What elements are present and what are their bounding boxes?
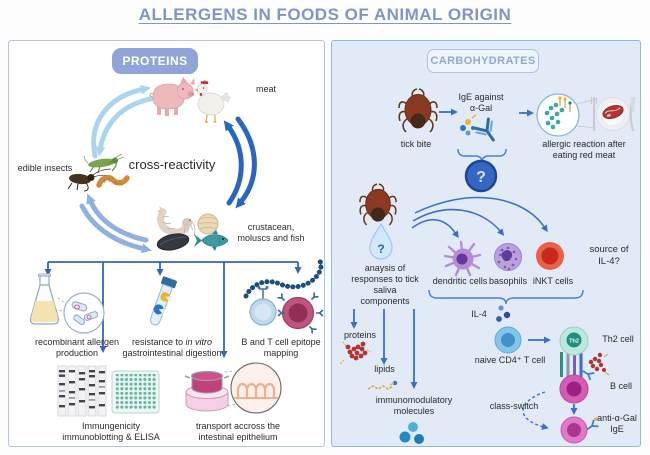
immunoblot-label: Immungenicity immunoblotting & ELISA [62, 421, 160, 443]
class-switch-label: class-switch [489, 401, 539, 411]
source-of-il4-label: source of IL-4? [589, 244, 629, 267]
carbohydrates-badge: CARBOHYDRATES [427, 49, 539, 73]
il4-label: IL-4 [471, 309, 487, 319]
lipids-label: lipids [374, 364, 395, 374]
cross-reactivity-label: cross-reactivity [128, 157, 216, 172]
page-title: ALLERGENS IN FOODS OF ANIMAL ORIGIN [138, 5, 512, 24]
epitope-label: B and T cell epitope mapping [241, 337, 321, 359]
analysis-label: anaysis of responses to tick saliva comp… [351, 263, 419, 307]
ige-against-label: IgE against α-Gal [458, 92, 504, 114]
inkt-cells-label: iNKT cells [532, 276, 574, 286]
dendritic-cells-label: dendritic cells [432, 276, 488, 286]
meat-label: meat [255, 84, 276, 94]
tick-bite-label: tick bite [400, 139, 432, 149]
basophils-label: basophils [488, 276, 528, 286]
digestion-label-post: gastrointestinal digestion [122, 348, 222, 359]
digestion-label-italic: in vitro [185, 337, 213, 347]
digestion-label-pre: resistance to [131, 337, 186, 347]
anti-agal-ige-label: anti-α-Gal IgE [597, 413, 637, 435]
transport-label: transport accross the intestinal epithel… [195, 421, 281, 443]
proteins-badge: PROTEINS [112, 48, 198, 74]
allergic-reaction-label: allergic reaction after eating red meat [542, 139, 626, 161]
edible-insects-label: edible insects [17, 163, 73, 173]
th2-cell-label: Th2 cell [602, 334, 634, 344]
immunomodulatory-label: immunomodulatory molecules [375, 395, 453, 417]
proteins-component-label: proteins [343, 330, 377, 340]
digestion-label: resistance to in vitro gastrointestinal … [112, 337, 232, 359]
b-cell-label: B cell [609, 381, 632, 391]
naive-cd4-label: naive CD4⁺ T cell [474, 355, 546, 365]
seafood-label: crustacean, moluscs and fish [237, 222, 305, 244]
